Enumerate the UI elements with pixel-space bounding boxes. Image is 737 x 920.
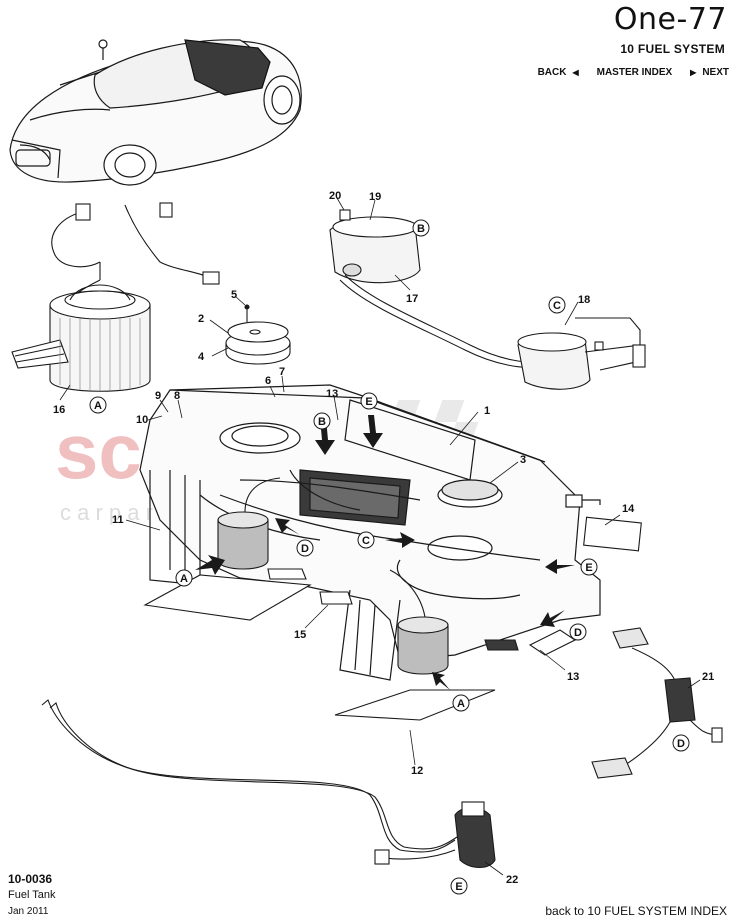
fuel-pipe <box>41 699 496 869</box>
arrow-icon <box>275 518 300 535</box>
callout-label: 6 <box>265 375 271 387</box>
view-letter: A <box>457 698 465 710</box>
view-letter: D <box>677 738 685 750</box>
back-to-index-link[interactable]: back to 10 FUEL SYSTEM INDEX <box>545 904 727 918</box>
callout-label: 14 <box>622 503 635 515</box>
callout-label: 17 <box>406 293 418 305</box>
arrow-markers <box>195 415 575 690</box>
leader-lines <box>59 197 701 876</box>
level-sender <box>591 627 723 779</box>
callout-label: 16 <box>53 404 65 416</box>
diagram-date: Jan 2011 <box>8 906 49 917</box>
view-letter: C <box>553 300 561 312</box>
fuel-tank-body <box>139 384 601 681</box>
view-letter: A <box>94 400 102 412</box>
view-letter: B <box>318 416 326 428</box>
callout-label: 3 <box>520 454 526 466</box>
callout-label: 7 <box>279 366 285 378</box>
diagram-code: 10-0036 <box>8 872 53 886</box>
arrow-icon <box>545 559 575 574</box>
view-letter-markers <box>89 219 690 895</box>
arrow-icon <box>363 415 383 448</box>
callout-label: 13 <box>326 388 338 400</box>
view-letter-text: A A A B B C C D D D E E E <box>94 223 685 893</box>
callout-label: 2 <box>198 313 204 325</box>
callout-label: 22 <box>506 874 518 886</box>
callout-label: 11 <box>112 514 124 526</box>
callout-label: 18 <box>578 294 590 306</box>
tank-pads <box>143 516 642 721</box>
callout-label: 13 <box>567 671 579 683</box>
back-arrow-icon: ◀ <box>572 68 579 77</box>
callout-label: 1 <box>484 405 490 417</box>
view-letter: A <box>180 573 188 585</box>
callout-label: 10 <box>136 414 148 426</box>
view-letter: D <box>574 627 582 639</box>
next-link[interactable]: NEXT <box>702 67 729 78</box>
next-arrow-icon: ▶ <box>690 68 697 77</box>
view-letter: E <box>365 396 372 408</box>
back-link[interactable]: BACK <box>537 67 567 78</box>
view-letter: C <box>362 535 370 547</box>
view-letter: E <box>585 562 592 574</box>
callout-label: 9 <box>155 390 161 402</box>
callout-label: 21 <box>702 671 714 683</box>
callout-label: 12 <box>411 765 423 777</box>
navigation-bar: BACK ◀ MASTER INDEX ▶ NEXT <box>538 67 729 78</box>
fuel-pump-module <box>11 202 220 392</box>
pump-cylinders <box>217 477 449 675</box>
section-subtitle: 10 FUEL SYSTEM <box>620 42 725 56</box>
callout-label: 8 <box>174 390 180 402</box>
arrow-icon <box>385 532 415 548</box>
master-index-link[interactable]: MASTER INDEX <box>596 67 673 78</box>
view-letter: E <box>455 881 462 893</box>
callout-label: 4 <box>198 351 205 363</box>
diagram-name: Fuel Tank <box>8 889 56 901</box>
car-illustration <box>9 39 302 186</box>
callout-label: 5 <box>231 289 237 301</box>
view-letter: B <box>417 223 425 235</box>
filler-ring <box>225 304 291 365</box>
callout-label: 20 <box>329 190 341 202</box>
callout-label: 15 <box>294 629 306 641</box>
arrow-icon <box>432 672 450 690</box>
arrow-icon <box>315 418 335 455</box>
arrow-icon <box>195 555 225 575</box>
callout-numbers: 1 2 3 4 5 6 7 8 9 10 11 12 13 13 14 15 1… <box>53 190 714 886</box>
callout-label: 19 <box>369 191 381 203</box>
arrow-icon <box>540 610 565 627</box>
view-letter: D <box>301 543 309 555</box>
evap-components <box>329 209 646 390</box>
page-title: One-77 <box>613 2 727 37</box>
